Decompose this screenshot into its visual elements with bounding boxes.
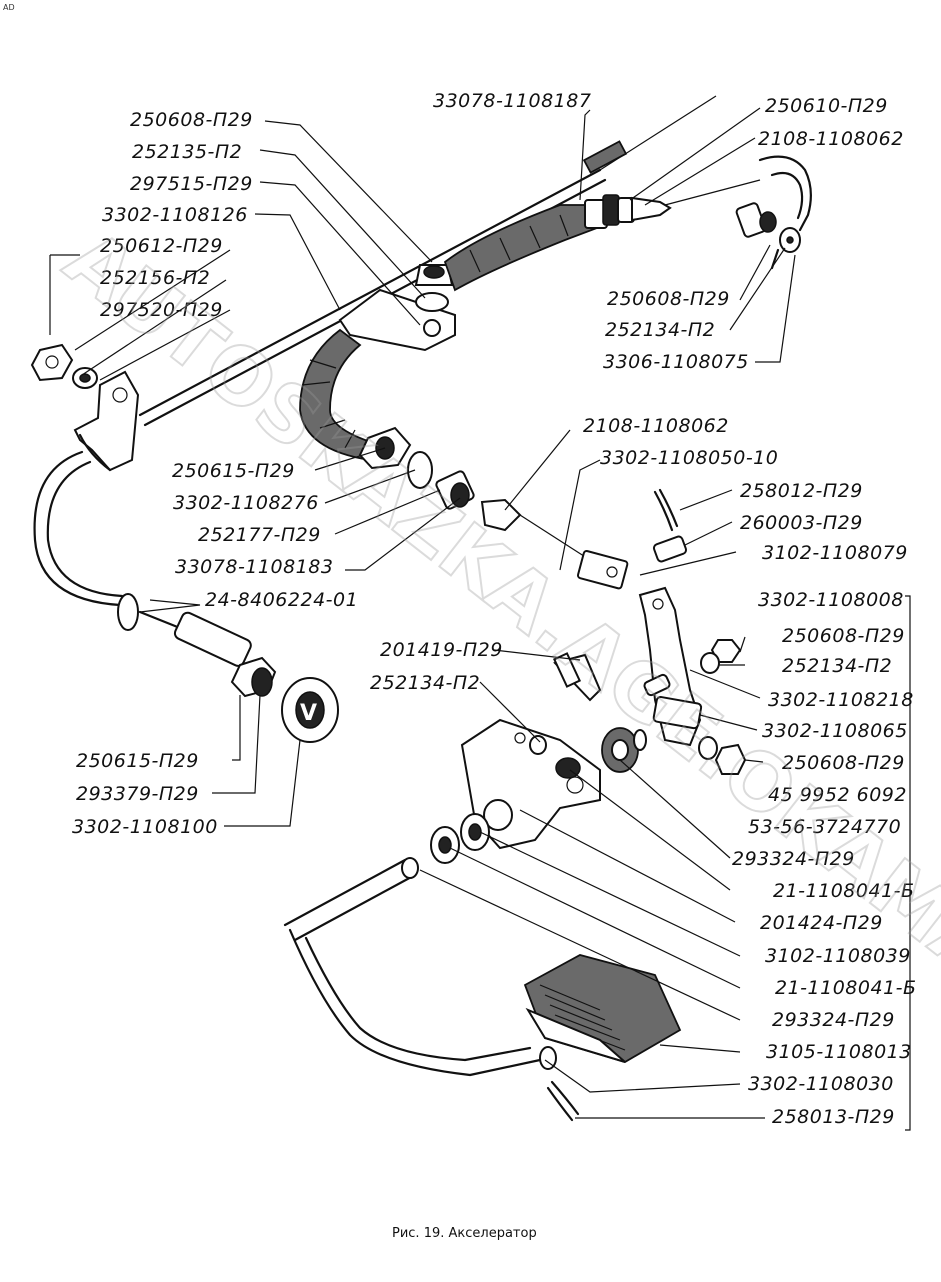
label-21-1108041-b-a: 21-1108041-Б — [773, 880, 915, 902]
lower-cable-loop — [33, 450, 192, 634]
label-3306-1108075: 3306-1108075 — [603, 351, 749, 373]
label-3102-1108079: 3102-1108079 — [762, 542, 908, 564]
label-45-9952-6092: 45 9952 6092 — [768, 784, 907, 806]
label-3302-1108008: 3302-1108008 — [758, 589, 904, 611]
label-250610-p29: 250610-П29 — [765, 95, 888, 117]
pedal-lever — [552, 586, 747, 775]
label-3302-1108218: 3302-1108218 — [768, 689, 914, 711]
parts-drawing: V — [30, 95, 812, 1122]
label-252135-p2: 252135-П2 — [132, 141, 242, 163]
label-3302-1108100: 3302-1108100 — [72, 816, 218, 838]
label-297515-p29: 297515-П29 — [130, 173, 253, 195]
label-201424-p29: 201424-П29 — [760, 912, 883, 934]
label-3302-1108065: 3302-1108065 — [762, 720, 908, 742]
label-250608-p29-b: 250608-П29 — [607, 288, 730, 310]
label-21-1108041-b-b: 21-1108041-Б — [775, 977, 917, 999]
label-252134-p2-b: 252134-П2 — [782, 655, 892, 677]
label-293324-p29-a: 293324-П29 — [732, 848, 855, 870]
label-250615-p29-b: 250615-П29 — [76, 750, 199, 772]
upper-hose — [443, 204, 607, 292]
part-labels: 33078-1108187 250608-П29 252135-П2 29751… — [72, 90, 917, 1128]
label-53-56-3724770: 53-56-3724770 — [748, 816, 901, 838]
label-250608-p29-c: 250608-П29 — [782, 625, 905, 647]
label-3302-1108276: 3302-1108276 — [173, 492, 319, 514]
label-252156-p2: 252156-П2 — [100, 267, 210, 289]
label-293379-p29: 293379-П29 — [76, 783, 199, 805]
label-33078-1108187: 33078-1108187 — [433, 90, 591, 112]
label-250608-p29-a: 250608-П29 — [130, 109, 253, 131]
corner-mark: AD — [3, 3, 15, 12]
label-3302-1108050-10: 3302-1108050-10 — [600, 447, 778, 469]
upper-right-clip — [735, 155, 812, 270]
pedal-pad — [523, 954, 682, 1063]
label-3302-1108126: 3302-1108126 — [102, 204, 248, 226]
label-24-8406224-01: 24-8406224-01 — [205, 589, 358, 611]
label-252134-p2-a: 252134-П2 — [605, 319, 715, 341]
label-260003-p29: 260003-П29 — [740, 512, 863, 534]
upper-fitting — [584, 179, 761, 229]
label-3102-1108039: 3102-1108039 — [765, 945, 911, 967]
label-252134-p2-c: 252134-П2 — [370, 672, 480, 694]
label-2108-1108062-b: 2108-1108062 — [583, 415, 729, 437]
label-250608-p29-d: 250608-П29 — [782, 752, 905, 774]
label-250615-p29-a: 250615-П29 — [172, 460, 295, 482]
label-3105-1108013: 3105-1108013 — [766, 1041, 912, 1063]
label-3302-1108030: 3302-1108030 — [748, 1073, 894, 1095]
pedal-arm — [283, 857, 557, 1077]
label-2108-1108062-a: 2108-1108062 — [758, 128, 904, 150]
figure-caption: Рис. 19. Акселератор — [392, 1226, 537, 1241]
label-297520-p29: 297520-П29 — [100, 299, 223, 321]
label-33078-1108183: 33078-1108183 — [175, 556, 333, 578]
label-293324-p29-b: 293324-П29 — [772, 1009, 895, 1031]
pivot-bracket — [430, 718, 647, 864]
label-201419-p29: 201419-П29 — [380, 639, 503, 661]
throttle-knob: V — [173, 611, 339, 743]
lower-hose — [299, 328, 382, 461]
label-258013-p29: 258013-П29 — [772, 1106, 895, 1128]
middle-fittings — [358, 426, 629, 590]
cotter-pins — [546, 488, 688, 1122]
svg-text:V: V — [300, 701, 317, 726]
label-250612-p29: 250612-П29 — [100, 235, 223, 257]
leader-lines — [74, 107, 911, 1131]
label-252177-p29: 252177-П29 — [198, 524, 321, 546]
label-258012-p29: 258012-П29 — [740, 480, 863, 502]
left-clip — [30, 254, 140, 472]
